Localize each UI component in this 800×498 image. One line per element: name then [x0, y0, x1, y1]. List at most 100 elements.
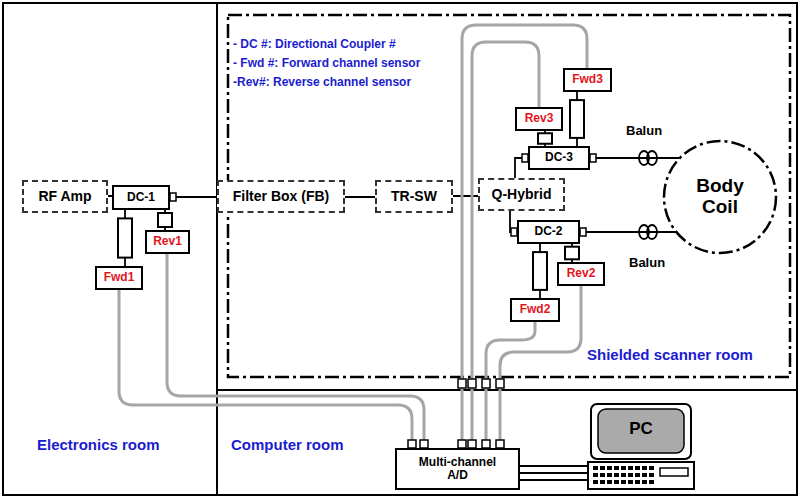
pc-icon: [587, 403, 695, 491]
room-wall: [216, 3, 218, 495]
key: [628, 466, 633, 470]
node-label: Fwd3: [572, 73, 603, 86]
sensor-box: Rev2: [557, 262, 605, 286]
feedthrough: [468, 379, 476, 388]
node-label: DC-3: [545, 151, 573, 164]
filter-box: Filter Box (FB): [217, 180, 345, 213]
connector-nub: [580, 228, 586, 236]
data-bus: [520, 466, 587, 480]
hybrid-box: Q-Hybrid: [478, 178, 565, 211]
amplifier-box: RF Amp: [22, 180, 108, 213]
balun-coil: [647, 151, 657, 165]
key: [614, 466, 619, 470]
signal-cable: [486, 322, 535, 448]
room-label: Computer room: [230, 436, 345, 453]
room-wall: [217, 389, 797, 391]
coil-circle: [664, 141, 776, 253]
signal-cable: [167, 254, 424, 448]
sensor-box: Fwd2: [510, 298, 560, 322]
ad-input: [458, 440, 466, 448]
ad-input: [420, 440, 428, 448]
key: [600, 466, 605, 470]
key: [621, 473, 626, 477]
node-label: TR-SW: [391, 189, 437, 204]
key: [642, 480, 647, 484]
key: [628, 473, 633, 477]
sensor-box: Fwd3: [563, 68, 612, 92]
key: [621, 466, 626, 470]
balun-label: Balun: [628, 256, 666, 271]
key: [593, 466, 598, 470]
shield-outline: [228, 15, 790, 377]
key: [621, 480, 626, 484]
key: [642, 473, 647, 477]
key: [593, 480, 598, 484]
key: [614, 473, 619, 477]
node-label: Multi-channel A/D: [410, 456, 506, 482]
connector-nub: [590, 154, 596, 162]
node-label: Rev3: [525, 112, 554, 125]
key: [593, 473, 598, 477]
key: [635, 473, 640, 477]
sensor-box: Fwd1: [95, 266, 143, 290]
rf-line: [590, 157, 680, 159]
rf-line: [170, 196, 217, 198]
attenuator: [565, 247, 579, 260]
key: [628, 480, 633, 484]
rf-line: [345, 196, 375, 198]
signal-cable: [472, 42, 539, 448]
key: [649, 473, 654, 477]
node-label: RF Amp: [38, 189, 91, 204]
coupler-box: DC-2: [517, 220, 580, 244]
node-label: DC-1: [127, 191, 155, 204]
ad-input: [496, 440, 504, 448]
key: [607, 473, 612, 477]
node-label: Filter Box (FB): [233, 189, 329, 204]
sensor-box: Rev3: [515, 107, 563, 131]
connector-nub: [170, 193, 176, 201]
attenuator: [538, 133, 552, 144]
key: [600, 473, 605, 477]
balun-label: Balun: [625, 124, 663, 139]
node-label: Fwd1: [104, 271, 135, 284]
converter-box: Multi-channel A/D: [395, 448, 520, 490]
sensor-box: Rev1: [145, 230, 190, 254]
key-pad: [660, 468, 688, 476]
attenuator: [158, 213, 172, 227]
key: [635, 466, 640, 470]
balun-coil: [647, 225, 657, 239]
node-label: Rev2: [567, 267, 596, 280]
rf-line: [453, 195, 478, 197]
node-label: Body Coil: [685, 176, 755, 218]
attenuator: [570, 100, 584, 138]
legend-note: -Rev#: Reverse channel sensor: [232, 76, 412, 90]
key: [614, 480, 619, 484]
feedthrough: [458, 379, 466, 388]
feedthrough: [496, 379, 504, 388]
node-label: DC-2: [534, 225, 562, 238]
building-outline: [3, 3, 797, 495]
feedthrough: [482, 379, 490, 388]
key: [607, 466, 612, 470]
node-label: Q-Hybrid: [492, 187, 552, 202]
rf-line: [580, 231, 676, 233]
signal-cable: [500, 286, 581, 448]
coupler-box: DC-3: [528, 146, 590, 170]
body-coil: Body Coil: [662, 139, 778, 255]
ad-input: [408, 440, 416, 448]
computer: PC: [587, 403, 695, 491]
room-label: Shielded scanner room: [586, 346, 754, 363]
key: [635, 480, 640, 484]
key: [649, 480, 654, 484]
coupler-box: DC-1: [112, 185, 170, 210]
ad-input: [482, 440, 490, 448]
key: [607, 480, 612, 484]
attenuator: [118, 218, 132, 257]
signal-cable: [119, 290, 412, 448]
legend-note: - DC #: Directional Coupler #: [232, 38, 397, 52]
key: [642, 466, 647, 470]
room-label: Electronics room: [36, 436, 161, 453]
node-label: Fwd2: [520, 303, 551, 316]
keyboard: [588, 462, 694, 489]
